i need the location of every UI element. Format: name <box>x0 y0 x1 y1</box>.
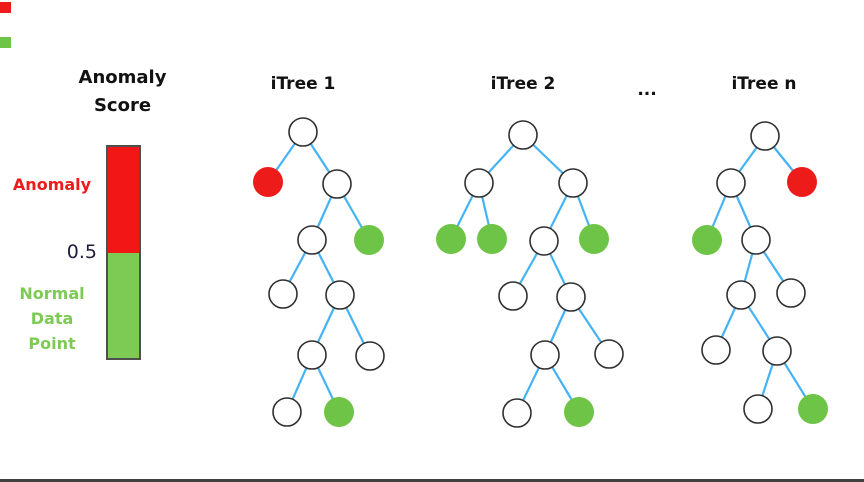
normal-label-line1: Normal <box>19 284 85 303</box>
anomaly-score-title: Anomaly Score <box>40 64 205 120</box>
tree-node-split <box>355 341 385 371</box>
tree-node-anomaly <box>787 167 817 197</box>
tree-node-normal <box>477 224 507 254</box>
tree-node-split <box>529 226 559 256</box>
anomaly-score-title-line2: Score <box>93 95 152 116</box>
threshold-label: 0.5 <box>66 241 97 263</box>
itree-1-title: iTree 1 <box>270 74 336 94</box>
tree-node-split <box>268 279 298 309</box>
tree-node-split <box>701 335 731 365</box>
tree-node-split <box>716 168 746 198</box>
tree-node-split <box>322 169 352 199</box>
tree-node-split <box>530 340 560 370</box>
tree-node-split <box>558 168 588 198</box>
tree-node-normal <box>564 397 594 427</box>
anomaly-score-title-line1: Anomaly <box>78 67 167 88</box>
tree-node-normal <box>579 224 609 254</box>
tree-node-normal <box>798 394 828 424</box>
tree-node-split <box>502 398 532 428</box>
tree-node-split <box>272 397 302 427</box>
score-colorbar <box>106 145 141 360</box>
itree-2-group <box>436 120 624 428</box>
itree-1-group <box>253 117 385 427</box>
ellipsis-separator: ... <box>637 80 657 100</box>
bottom-rule <box>0 479 864 482</box>
tree-node-normal <box>354 225 384 255</box>
colorbar-anomaly-segment <box>108 147 139 253</box>
tree-node-split <box>726 280 756 310</box>
tree-node-split <box>762 336 792 366</box>
tree-node-split <box>498 281 528 311</box>
colorbar-normal-segment <box>108 253 139 358</box>
tree-node-split <box>288 117 318 147</box>
itree-n-title: iTree n <box>731 74 797 94</box>
tree-node-split <box>508 120 538 150</box>
tree-node-normal <box>692 225 722 255</box>
tree-node-anomaly <box>253 167 283 197</box>
tree-node-split <box>297 225 327 255</box>
tree-node-split <box>556 282 586 312</box>
tree-node-split <box>297 340 327 370</box>
normal-data-point-label: Normal Data Point <box>8 281 96 356</box>
tree-node-split <box>464 168 494 198</box>
tree-node-normal <box>324 397 354 427</box>
tree-node-normal <box>436 224 466 254</box>
normal-label-line3: Point <box>28 334 76 353</box>
tree-node-split <box>325 280 355 310</box>
green-swatch-icon <box>0 37 11 48</box>
tree-node-split <box>750 121 780 151</box>
tree-node-split <box>743 394 773 424</box>
tree-node-split <box>741 225 771 255</box>
normal-label-line2: Data <box>30 309 74 328</box>
anomaly-label: Anomaly <box>12 175 92 194</box>
tree-node-split <box>594 339 624 369</box>
tree-node-split <box>776 278 806 308</box>
red-swatch-icon <box>0 2 11 13</box>
itree-2-title: iTree 2 <box>490 74 556 94</box>
itree-3-group <box>692 121 828 424</box>
